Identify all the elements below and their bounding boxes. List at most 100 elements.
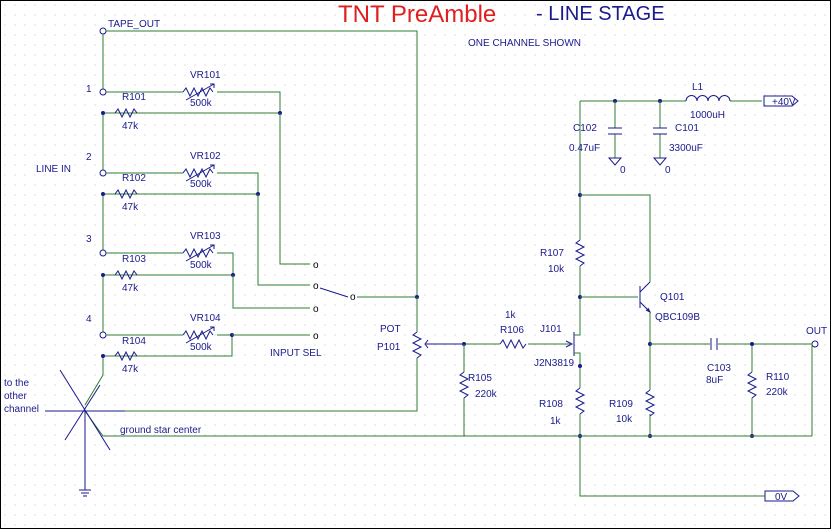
input-bus [84,113,104,406]
r110-val: 220k [766,387,789,398]
r108-val: 1k [550,416,562,427]
r110-resistor: R110 220k [746,342,790,438]
other-channel-line-1: to the [4,378,29,389]
pot-label: POT [380,324,401,335]
r103-val: 47k [122,283,139,294]
r105-ref: R105 [468,373,492,384]
r102-zigzag [114,188,138,200]
ground-star-point: to the other channel [4,369,125,497]
r102-val: 47k [122,202,139,213]
r101-ref: R101 [122,92,146,103]
r107-zigzag [574,239,586,267]
r110-zigzag [746,371,758,399]
r107-val: 10k [548,264,565,275]
zero-volt-terminal: 0V [764,490,800,503]
j101-jfet: J101 J2N3819 [534,297,581,388]
p101-zigzag [411,331,423,359]
r106-val: 1k [505,310,517,321]
c103-ref: C103 [707,363,731,374]
input-num-3: 3 [86,234,92,245]
vr103-ref: VR103 [190,231,221,242]
pot-p101: POT P101 [103,297,464,412]
vr101-ref: VR101 [190,70,221,81]
c101-ref: C101 [675,123,699,134]
other-channel-line-3: channel [4,404,39,415]
power-supply-section: L1 1000uH +40V 0 0 C102 0.47uF C101 3300… [569,82,799,176]
r109-val: 10k [616,414,633,425]
c101-gnd-label: 0 [665,165,671,176]
vr103-arrow [185,244,215,262]
c101-val: 3300uF [669,143,703,154]
r106-zigzag [499,338,527,350]
j101-val: J2N3819 [534,358,574,369]
line-in-label: LINE IN [36,164,71,175]
vr102-val: 500k [190,179,213,190]
zero-volt-label: 0V [775,492,788,503]
input-selector-switch: o o o o o INPUT SEL [270,260,419,359]
l1-inductor [685,95,731,102]
r109-resistor: R109 10k [609,389,656,438]
vr104-zigzag [182,329,214,341]
r106-ref: R106 [500,325,524,336]
r109-ref: R109 [609,399,633,410]
input-num-2: 2 [86,152,92,163]
r103-ref: R103 [122,254,146,265]
r102-ref: R102 [122,173,146,184]
r105-resistor: R105 220k [458,344,498,436]
switch-contact-2: o [313,281,319,292]
input-sel-label: INPUT SEL [270,348,322,359]
out-label: OUT [806,326,827,337]
vr101-arrow [185,83,215,101]
supply-label: +40V [772,97,796,108]
r101-val: 47k [122,121,139,132]
l1-ref: L1 [692,82,704,93]
vr102-zigzag [182,167,214,179]
r107-resistor: R107 10k [540,101,586,299]
r108-zigzag [574,387,586,415]
title-main: TNT PreAmble [338,1,496,28]
c102-ref: C102 [573,123,597,134]
input-channel-3: 3 VR103 500k R103 47k [86,231,310,309]
input-channel-4: 4 VR104 500k R104 47k [86,313,310,375]
p101-ref: P101 [377,342,401,353]
c103-capacitor: C103 8uF [650,338,812,386]
input-num-1: 1 [86,84,92,95]
tape-out-label: TAPE_OUT [108,19,160,30]
vr103-zigzag [182,247,214,259]
switch-common: o [350,292,356,303]
r105-zigzag [458,371,470,399]
title-sub: - LINE STAGE [536,3,665,25]
q101-val: QBC109B [655,312,700,323]
input-channel-2: 2 VR102 500k R102 47k [86,151,310,286]
c103-val: 8uF [706,375,723,386]
r104-val: 47k [122,364,139,375]
supply-terminal-shape [763,95,799,107]
vr104-ref: VR104 [190,313,221,324]
r104-zigzag [114,350,138,362]
r104-ref: R104 [122,336,146,347]
vr101-zigzag [182,86,214,98]
r106-resistor: 1k R106 [462,310,570,350]
vr102-arrow [185,164,215,182]
r109-zigzag [644,389,656,417]
switch-contact-4: o [313,331,319,342]
l1-val: 1000uH [690,110,725,121]
vr104-arrow [185,326,215,344]
input-num-4: 4 [86,314,92,325]
ground-star-label: ground star center [120,425,202,436]
r103-zigzag [114,269,138,281]
q101-transistor: Q101 QBC109B [580,194,700,436]
switch-contact-1: o [313,260,319,271]
vr102-ref: VR102 [190,151,221,162]
j101-ref: J101 [540,324,562,335]
r101-zigzag [114,107,138,119]
c102-val: 0.47uF [569,143,600,154]
r110-ref: R110 [766,372,790,383]
vr104-val: 500k [190,342,213,353]
input-channel-1: 1 VR101 500k R101 47k [86,70,310,265]
note-one-channel: ONE CHANNEL SHOWN [468,38,581,49]
